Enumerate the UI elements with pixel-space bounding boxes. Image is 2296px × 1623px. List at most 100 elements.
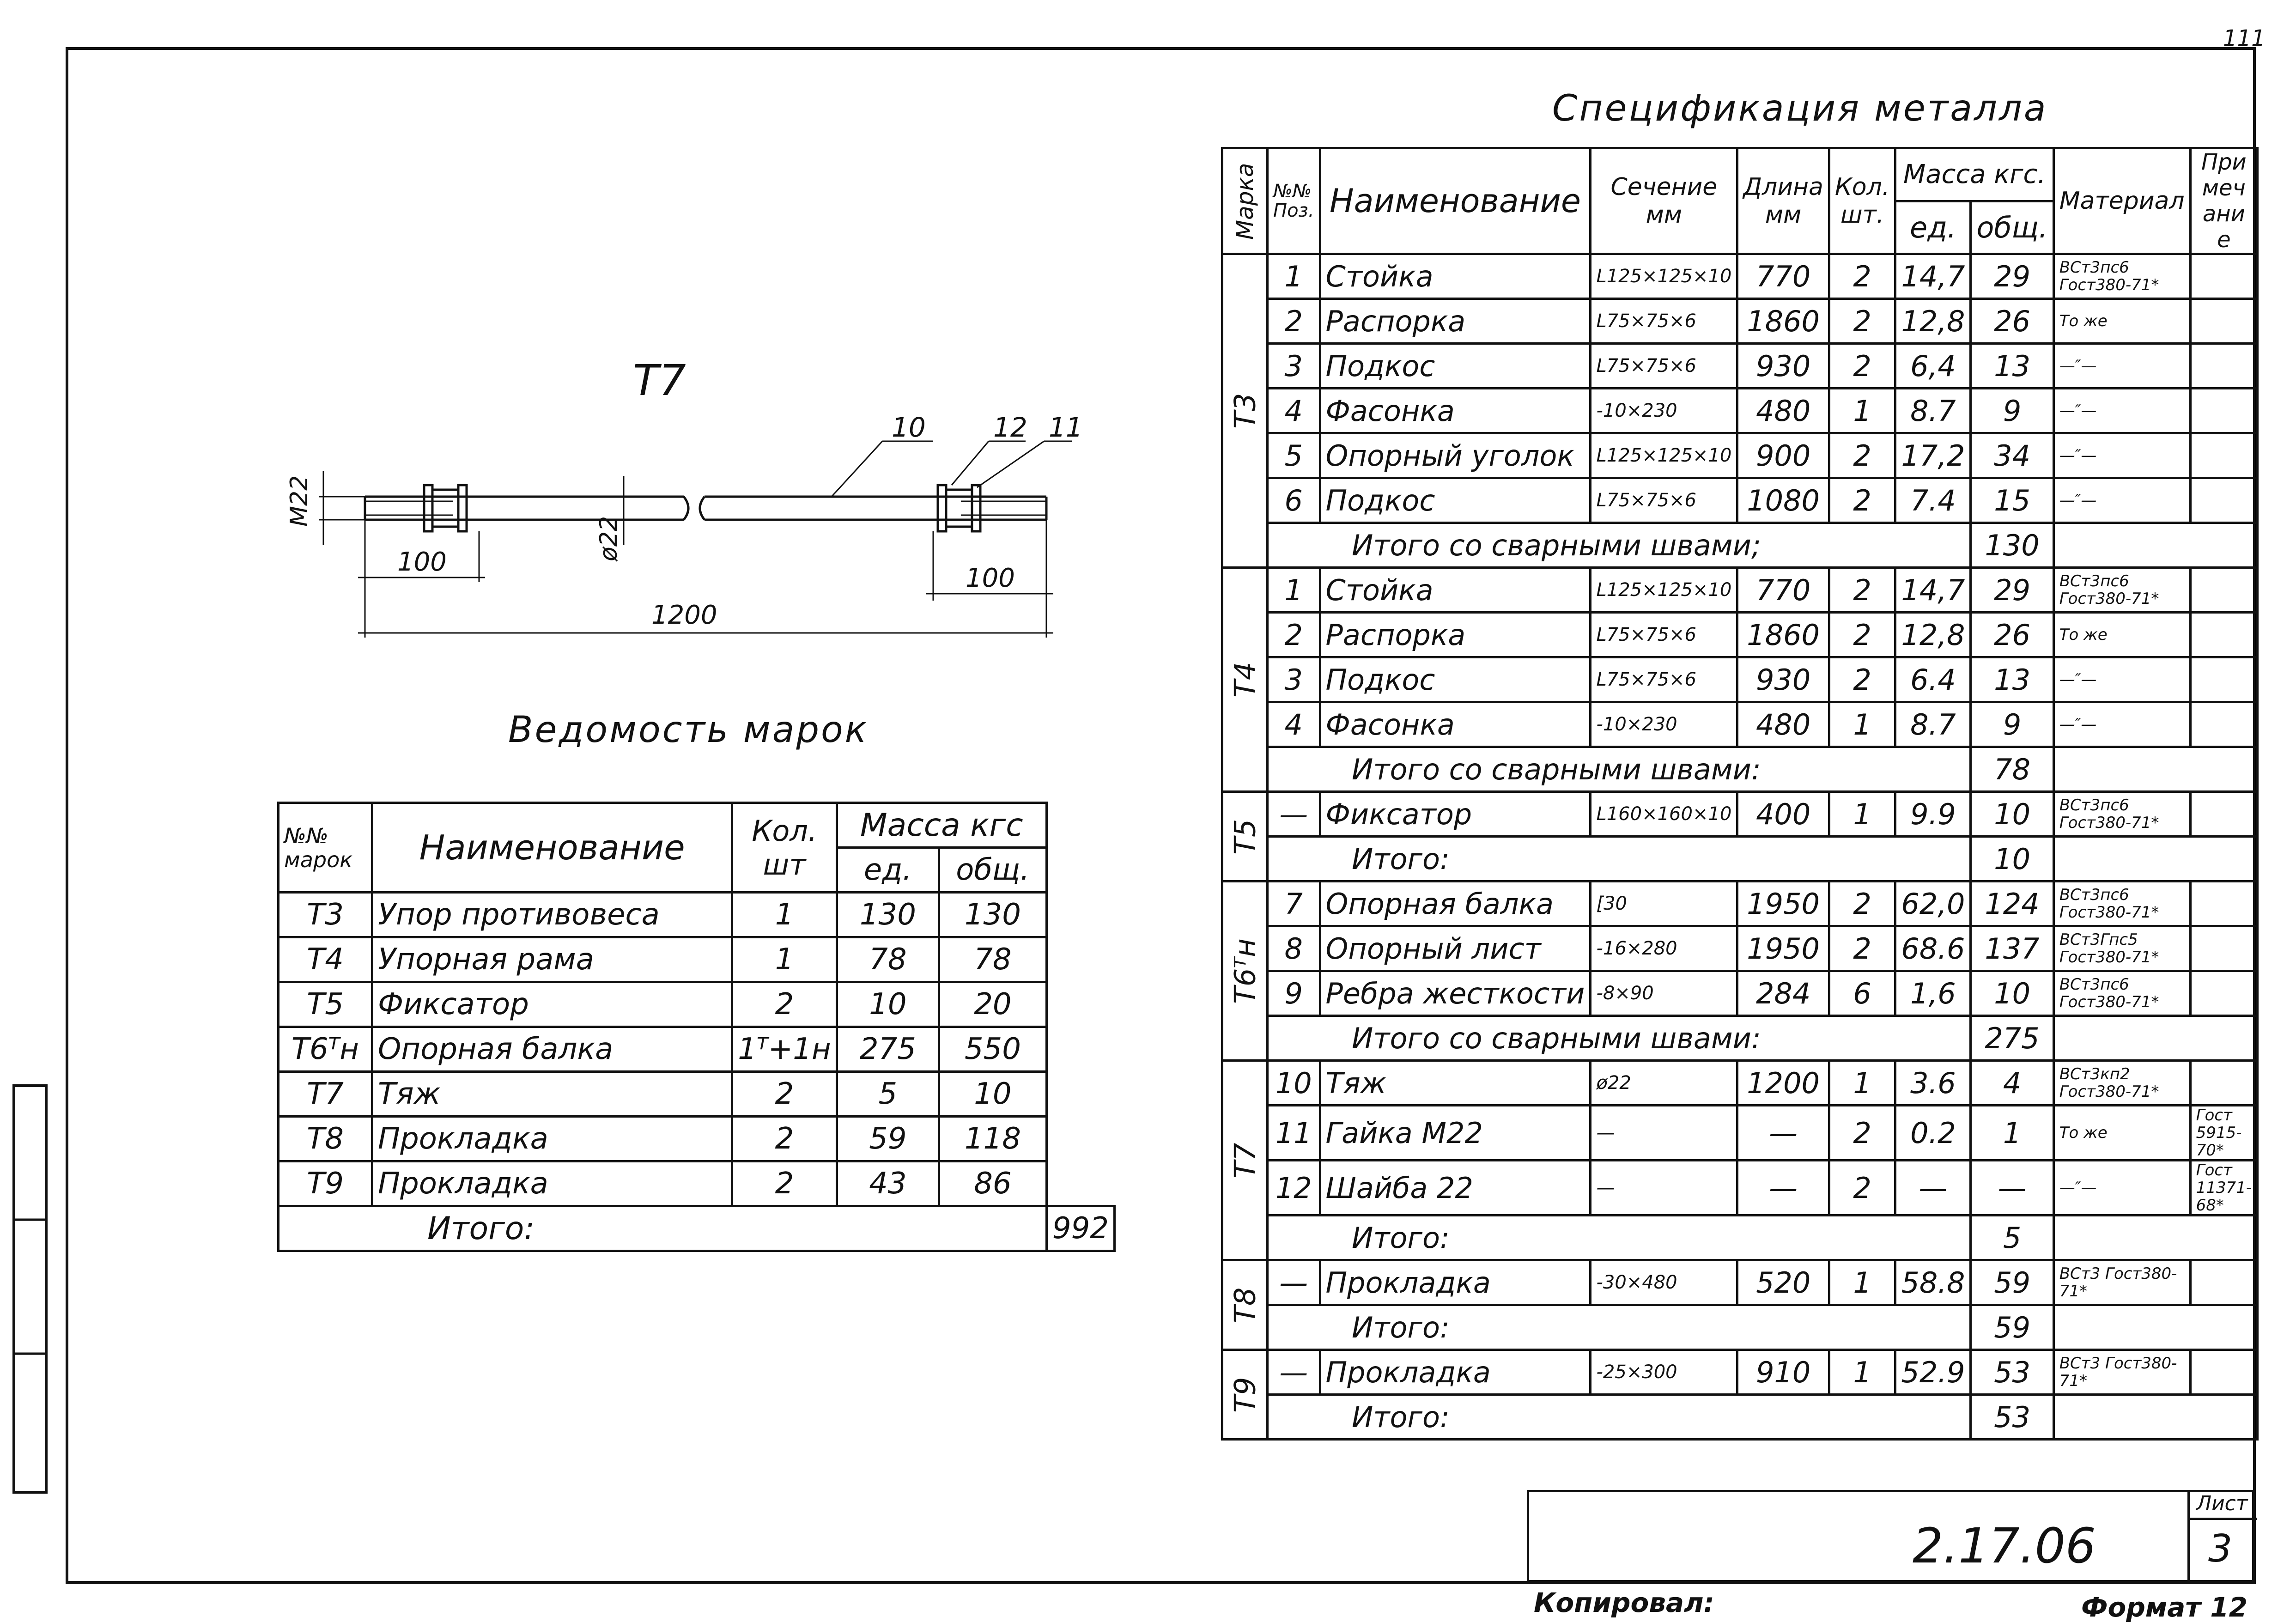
name-cell: Прокладка <box>371 1160 734 1207</box>
header-material: Материал <box>2052 147 2192 255</box>
qty-cell: 1 <box>1828 1059 1897 1106</box>
note-cell <box>2189 880 2259 927</box>
group-total-filler <box>2052 835 2259 882</box>
qty-cell: 2 <box>1828 342 1897 389</box>
pos-cell: — <box>1266 790 1321 838</box>
mark-cell: Т4 <box>277 936 374 983</box>
section-cell: -25×300 <box>1589 1349 1739 1396</box>
note-cell <box>2189 1059 2259 1106</box>
section-cell: L125×125×10 <box>1589 566 1739 614</box>
table-row: Итого со сварными швами:275 <box>1222 1015 2259 1062</box>
unit-mass-cell: 5 <box>835 1070 940 1118</box>
group-mark-cell: Т8 <box>1222 1260 1268 1350</box>
name-cell: Тяж <box>371 1070 734 1118</box>
section-cell: ø22 <box>1589 1059 1739 1106</box>
name-cell: Прокладка <box>1318 1349 1592 1396</box>
name-cell: Гайка М22 <box>1318 1104 1592 1161</box>
material-cell: —″— <box>2052 1159 2192 1216</box>
unit-mass-cell: 275 <box>835 1026 940 1073</box>
vedomost-title: Ведомость марок <box>508 709 869 751</box>
total-mass-cell: 124 <box>1969 880 2055 927</box>
header-mark: №№ марок <box>277 802 374 894</box>
dim-total-1200: 1200 <box>651 600 717 630</box>
group-total-filler <box>2052 1304 2259 1351</box>
name-cell: Ребра жесткости <box>1318 970 1592 1017</box>
name-cell: Подкос <box>1318 477 1592 524</box>
name-cell: Упор противовеса <box>371 891 734 938</box>
group-total-label: Итого со сварными швами: <box>1266 1015 1972 1062</box>
total-mass-cell: 550 <box>937 1026 1048 1073</box>
unit-mass-cell: 43 <box>835 1160 940 1207</box>
unit-mass-cell: 78 <box>835 936 940 983</box>
length-cell: 900 <box>1736 432 1830 479</box>
total-mass-cell: 4 <box>1969 1059 2055 1106</box>
group-total-filler <box>2052 1214 2259 1261</box>
group-mark-cell: Т4 <box>1222 567 1268 792</box>
name-cell: Стойка <box>1318 566 1592 614</box>
qty-cell: 6 <box>1828 970 1897 1017</box>
total-mass-cell: 29 <box>1969 253 2055 300</box>
material-cell: ВСт3Гпс5 Гост380-71* <box>2052 925 2192 972</box>
title-block: 2.17.06 Лист 3 <box>1527 1490 2257 1582</box>
dim-diameter: ø22 <box>595 516 623 562</box>
unit-mass-cell: 12,8 <box>1894 298 1972 345</box>
name-cell: Опорный уголок <box>1318 432 1592 479</box>
sheet-cell: Лист 3 <box>2187 1490 2257 1582</box>
callout-10: 10 <box>892 412 926 443</box>
total-mass-cell: 78 <box>937 936 1048 983</box>
total-label: Итого: <box>277 1205 1048 1252</box>
mark-cell: Т6ᵀн <box>277 1026 374 1073</box>
section-cell: L160×160×10 <box>1589 790 1739 838</box>
group-total-value: 275 <box>1969 1015 2055 1062</box>
section-cell: -30×480 <box>1589 1259 1739 1306</box>
header-mark: Марка <box>1222 148 1268 254</box>
material-cell: ВСт3пс6 Гост380-71* <box>2052 566 2192 614</box>
unit-mass-cell: 59 <box>835 1115 940 1162</box>
qty-cell: 2 <box>1828 1104 1897 1161</box>
total-mass-cell: 15 <box>1969 477 2055 524</box>
total-mass-cell: 59 <box>1969 1259 2055 1306</box>
note-cell <box>2189 611 2259 658</box>
name-cell: Распорка <box>1318 298 1592 345</box>
material-cell: ВСт3пс6 Гост380-71* <box>2052 790 2192 838</box>
group-total-value: 10 <box>1969 835 2055 882</box>
material-cell: То же <box>2052 611 2192 658</box>
qty-cell: 2 <box>1828 880 1897 927</box>
length-cell: 1950 <box>1736 925 1830 972</box>
material-cell: —″— <box>2052 387 2192 434</box>
section-cell: L125×125×10 <box>1589 253 1739 300</box>
length-cell: 930 <box>1736 342 1830 389</box>
header-total: общ. <box>937 846 1048 894</box>
material-cell: —″— <box>2052 342 2192 389</box>
dim-left-100: 100 <box>397 547 447 577</box>
material-cell: ВСт3пс6 Гост380-71* <box>2052 253 2192 300</box>
copied-label: Копировал: <box>1534 1587 1714 1618</box>
note-cell: Гост 5915-70* <box>2189 1104 2259 1161</box>
length-cell: 284 <box>1736 970 1830 1017</box>
material-cell: —″— <box>2052 432 2192 479</box>
note-cell <box>2189 342 2259 389</box>
note-cell <box>2189 1349 2259 1396</box>
total-mass-cell: 10 <box>937 1070 1048 1118</box>
total-mass-cell: 137 <box>1969 925 2055 972</box>
material-cell: ВСт3пс6 Гост380-71* <box>2052 880 2192 927</box>
unit-mass-cell: 6,4 <box>1894 342 1972 389</box>
length-cell: 520 <box>1736 1259 1830 1306</box>
mark-cell: Т7 <box>277 1070 374 1118</box>
length-cell: 910 <box>1736 1349 1830 1396</box>
mark-cell: Т3 <box>277 891 374 938</box>
spec-table: Марка №№ Поз. Наименование Сечение мм Дл… <box>1221 147 2259 1441</box>
table-row: Итого со сварными швами:78 <box>1222 746 2259 793</box>
total-mass-cell: 13 <box>1969 342 2055 389</box>
material-cell: То же <box>2052 1104 2192 1161</box>
unit-mass-cell: 14,7 <box>1894 566 1972 614</box>
length-cell: — <box>1736 1104 1830 1161</box>
group-total-value: 59 <box>1969 1304 2055 1351</box>
